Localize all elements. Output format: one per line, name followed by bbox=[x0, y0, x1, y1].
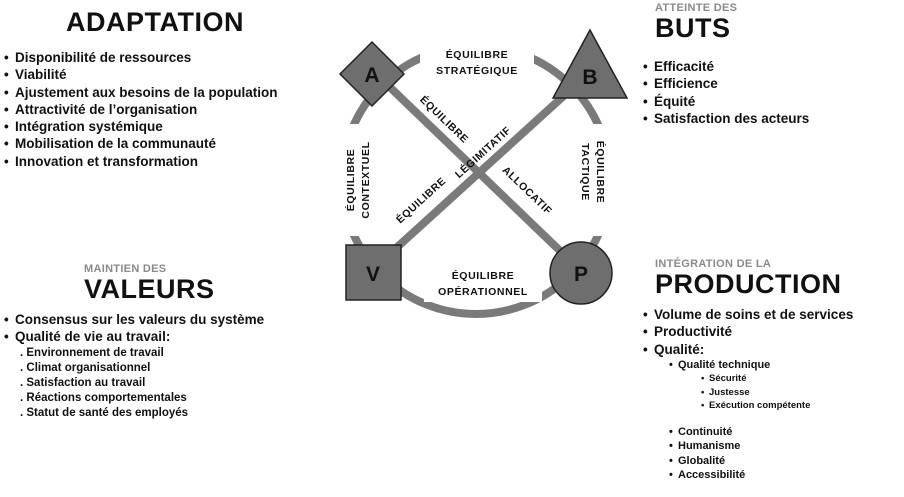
list-item: Qualité: bbox=[643, 341, 853, 358]
list-item: Accessibilité bbox=[643, 468, 853, 483]
buts-list: Efficacité Efficience Équité Satisfactio… bbox=[643, 58, 809, 127]
production-other-list: Continuité Humanisme Globalité Accessibi… bbox=[643, 425, 853, 483]
label-bg bbox=[337, 124, 377, 236]
operationnel-line2: OPÉRATIONNEL bbox=[438, 285, 528, 298]
adaptation-list: Disponibilité de ressources Viabilité Aj… bbox=[4, 49, 278, 170]
list-item: Mobilisation de la communauté bbox=[4, 135, 278, 152]
allocatif-line1: ÉQUILIBRE bbox=[393, 174, 448, 226]
valeurs-list: Consensus sur les valeurs du système Qua… bbox=[4, 311, 264, 346]
label-bg bbox=[420, 42, 534, 82]
tactique-line1: ÉQUILIBRE bbox=[594, 141, 607, 204]
label-bg bbox=[424, 262, 542, 302]
production-subtitle: INTÉGRATION DE LA bbox=[655, 258, 772, 270]
buts-subtitle: ATTEINTE DES bbox=[655, 2, 738, 14]
list-item: Qualité de vie au travail: bbox=[4, 328, 264, 345]
list-item: Innovation et transformation bbox=[4, 153, 278, 170]
node-v-square bbox=[345, 244, 402, 301]
list-item: Intégration systémique bbox=[4, 118, 278, 135]
list-item: Justesse bbox=[643, 386, 853, 400]
list-item: Statut de santé des employés bbox=[4, 406, 264, 421]
list-item: Consensus sur les valeurs du système bbox=[4, 311, 264, 328]
list-item: Satisfaction des acteurs bbox=[643, 110, 809, 127]
allocatif-line2: ALLOCATIF bbox=[500, 164, 555, 217]
valeurs-section: MAINTIEN DES VALEURS Consensus sur les v… bbox=[4, 263, 264, 422]
node-p-label: P bbox=[574, 263, 588, 286]
list-item: Climat organisationnel bbox=[4, 361, 264, 376]
allocatif-label: ÉQUILIBRE bbox=[393, 174, 448, 226]
operationnel-line1: ÉQUILIBRE bbox=[452, 269, 515, 282]
production-title: PRODUCTION bbox=[655, 269, 842, 299]
strategique-line2: STRATÉGIQUE bbox=[436, 64, 518, 77]
contextuel-line1: ÉQUILIBRE bbox=[344, 149, 357, 212]
diagonal-b-v bbox=[369, 69, 593, 273]
list-item: Humanisme bbox=[643, 439, 853, 454]
list-item: Continuité bbox=[643, 425, 853, 440]
production-quality-list: Qualité technique Sécurité Justesse Exéc… bbox=[643, 358, 853, 413]
diagonal-a-p bbox=[369, 67, 583, 273]
adaptation-title: ADAPTATION bbox=[66, 7, 244, 37]
valeurs-subtitle: MAINTIEN DES bbox=[84, 263, 167, 275]
list-item: Disponibilité de ressources bbox=[4, 49, 278, 66]
list-item: Qualité technique bbox=[643, 358, 853, 373]
node-p-circle bbox=[549, 241, 613, 305]
node-a-label: A bbox=[364, 64, 379, 87]
list-item: Satisfaction au travail bbox=[4, 376, 264, 391]
node-v-label: V bbox=[366, 263, 380, 286]
node-a-diamond bbox=[338, 40, 406, 108]
buts-section: ATTEINTE DES BUTS Efficacité Efficience … bbox=[643, 2, 809, 127]
strategique-line1: ÉQUILIBRE bbox=[446, 48, 509, 61]
list-item: Attractivité de l’organisation bbox=[4, 101, 278, 118]
list-item: Sécurité bbox=[643, 372, 853, 386]
list-item: Exécution compétente bbox=[643, 399, 853, 413]
list-item: Volume de soins et de services bbox=[643, 306, 853, 323]
list-item: Ajustement aux besoins de la population bbox=[4, 84, 278, 101]
list-item: Efficience bbox=[643, 75, 809, 92]
list-item: Efficacité bbox=[643, 58, 809, 75]
valeurs-sublist: Environnement de travail Climat organisa… bbox=[4, 346, 264, 422]
node-b-triangle bbox=[551, 28, 629, 99]
contextuel-line2: CONTEXTUEL bbox=[360, 141, 372, 218]
contextuel-label: ÉQUILIBRE CONTEXTUEL bbox=[344, 141, 372, 218]
buts-title: BUTS bbox=[655, 13, 731, 43]
label-bg bbox=[574, 124, 614, 236]
valeurs-title: VALEURS bbox=[84, 274, 215, 304]
tactique-line2: TACTIQUE bbox=[579, 143, 591, 201]
adaptation-section: ADAPTATION Disponibilité de ressources V… bbox=[4, 8, 278, 170]
list-item: Productivité bbox=[643, 323, 853, 340]
list-item: Équité bbox=[643, 93, 809, 110]
production-section: INTÉGRATION DE LA PRODUCTION Volume de s… bbox=[643, 258, 853, 483]
production-list: Volume de soins et de services Productiv… bbox=[643, 306, 853, 358]
tactique-label: ÉQUILIBRE TACTIQUE bbox=[579, 141, 607, 204]
list-item: Réactions comportementales bbox=[4, 391, 264, 406]
list-item: Environnement de travail bbox=[4, 346, 264, 361]
node-b-label: B bbox=[582, 66, 597, 89]
list-item: Viabilité bbox=[4, 66, 278, 83]
allocatif-label-2: ALLOCATIF bbox=[500, 164, 555, 217]
list-item: Globalité bbox=[643, 454, 853, 469]
